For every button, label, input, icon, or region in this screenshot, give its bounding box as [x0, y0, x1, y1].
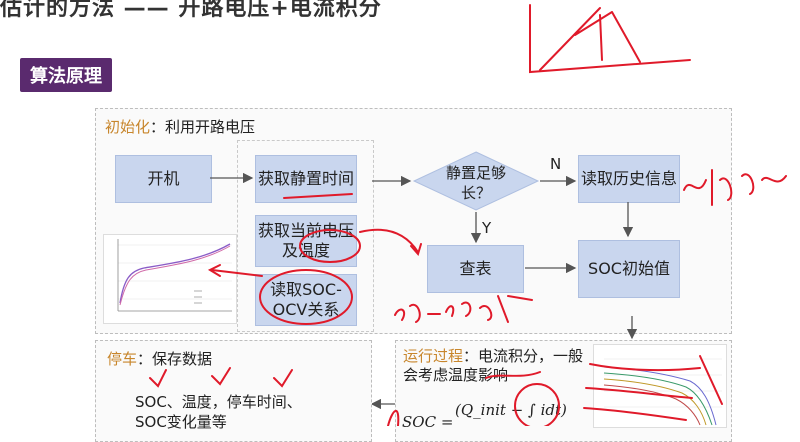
check-time [273, 369, 293, 388]
scribble-under-title [485, 371, 541, 379]
page-title: 估计的方法 —— 开路电压+电流积分 [0, 0, 382, 21]
arrow-temp-to-lookup [359, 228, 419, 253]
init-title: 初始化：利用开路电压 [105, 116, 255, 137]
soc-init-box: SOC初始值 [578, 240, 680, 298]
red-curve-1 [589, 363, 701, 372]
init-title-rest: ：利用开路电压 [150, 118, 256, 136]
decision-diamond [412, 151, 540, 211]
sketch-lines [539, 7, 641, 71]
power-on-box: 开机 [115, 155, 212, 203]
init-title-lead: 初始化 [105, 118, 151, 136]
handwritten-annotations [149, 4, 787, 426]
init-inner-frame [237, 140, 374, 332]
get-volt-temp-box: 获取当前电压及温度 [255, 215, 357, 267]
park-title-lead: 停车 [107, 350, 138, 368]
decision-label: 静置足够长？ [446, 164, 507, 202]
decision-yes-label: Y [482, 219, 492, 237]
flow-arrows [210, 172, 638, 410]
formula-numerator: (Q_init − ∫ idt) [455, 401, 567, 419]
check-soc [149, 369, 167, 388]
sketch-axis [529, 4, 691, 74]
park-panel [95, 340, 372, 442]
park-title: 停车：保存数据 [107, 348, 212, 369]
park-title-rest: ：保存数据 [137, 350, 213, 368]
red-curve-2 [585, 387, 693, 399]
underline-rest-time [283, 193, 353, 199]
circle-soc-ocv [259, 269, 353, 325]
read-history-box: 读取历史信息 [578, 155, 680, 203]
circle-temperature [299, 229, 361, 263]
check-temp [211, 367, 231, 386]
red-slash [699, 355, 723, 405]
scribble-soc-ocv [394, 295, 533, 323]
scribble-right [683, 169, 787, 206]
ocv-mini-plot [103, 234, 237, 324]
section-badge: 算法原理 [20, 58, 112, 92]
circle-integral [514, 383, 560, 426]
red-curve-3 [583, 407, 687, 421]
run-title: 运行过程：电流积分，一般会考虑温度影响 [403, 347, 588, 385]
run-title-lead: 运行过程 [403, 347, 464, 365]
run-title-rest: ：电流积分，一般会考虑温度影响 [403, 347, 584, 384]
arrow-to-plot [211, 269, 263, 277]
read-soc-ocv-box: 读取SOC-OCV关系 [255, 274, 357, 326]
lookup-box: 查表 [427, 245, 524, 293]
decision-no-label: N [550, 155, 562, 173]
